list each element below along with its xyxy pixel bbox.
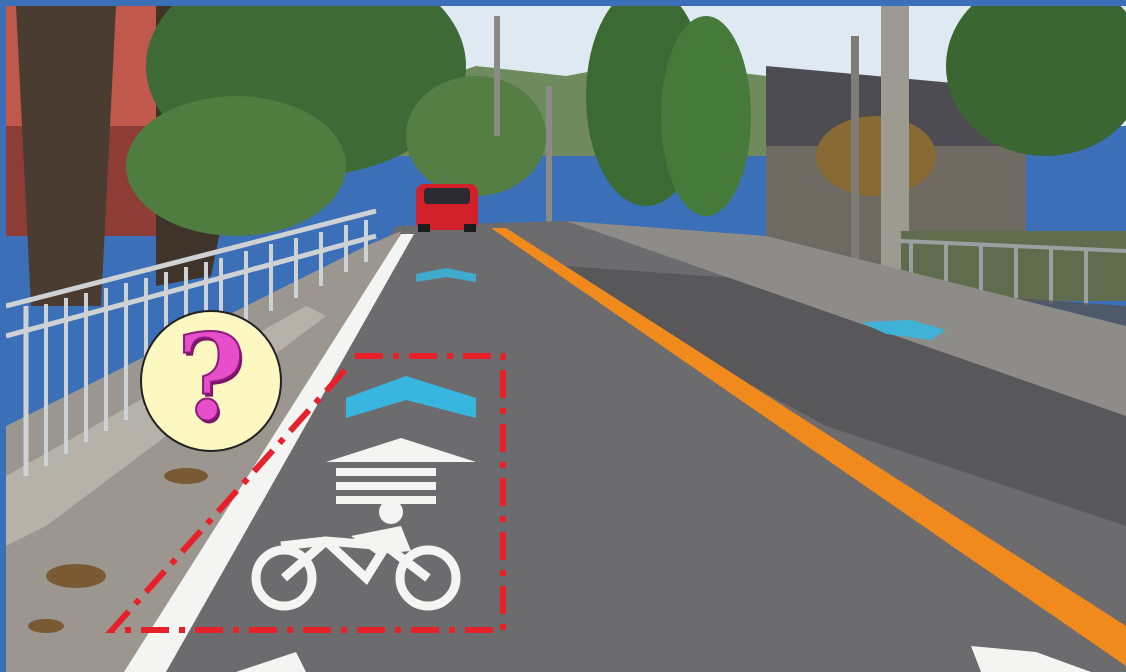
lane-arrow-icon: [861, 320, 946, 340]
center-line: [491, 228, 1126, 666]
question-badge: ?: [140, 310, 282, 452]
right-sidewalk: [566, 221, 1126, 416]
lane-arrow-icon: [971, 646, 1091, 672]
lane-arrow-icon: [236, 652, 306, 672]
chevron-up-icon: [416, 268, 476, 282]
question-mark-icon: ?: [175, 308, 246, 447]
red-car: [416, 184, 478, 232]
tree-trunk: [16, 6, 116, 306]
